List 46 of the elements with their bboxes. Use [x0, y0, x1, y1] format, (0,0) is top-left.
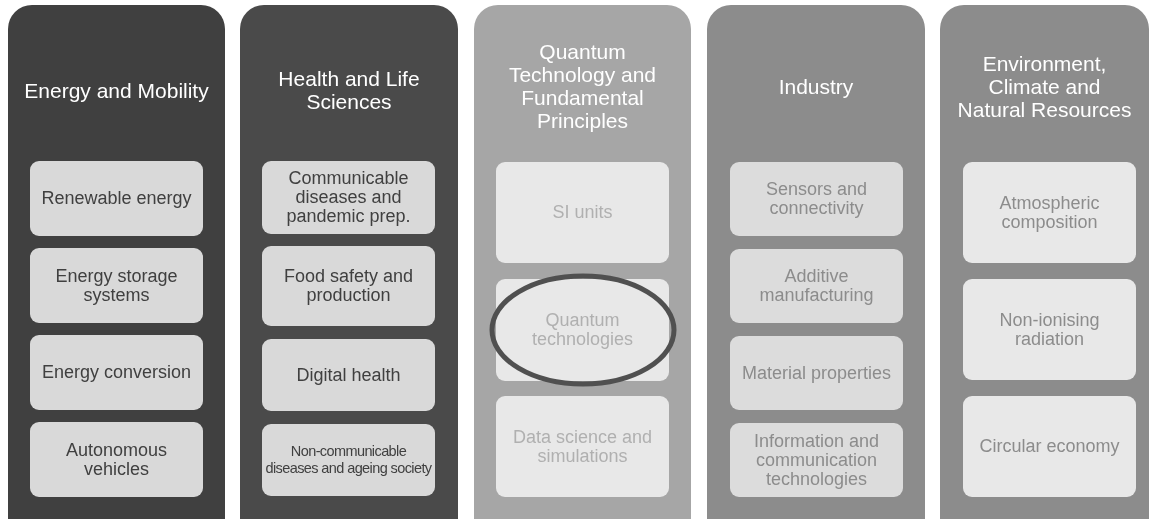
topic-box: [730, 336, 903, 410]
topic-box: [730, 162, 903, 236]
topic-label: Non-ionising radiation: [998, 310, 1101, 349]
column-heading: Quantum Technology and Fundamental Principles: [507, 39, 658, 134]
topic-box: [496, 279, 669, 381]
topic-box: [963, 396, 1136, 497]
topic-box: [496, 396, 669, 497]
topic-box: [730, 249, 903, 323]
topic-box: [963, 162, 1136, 263]
topic-label: Information and communication technologies: [752, 431, 881, 489]
topic-label: Energy conversion: [41, 363, 192, 382]
topic-box: [496, 162, 669, 263]
topic-label: Renewable energy: [41, 189, 192, 208]
category-column: [707, 5, 925, 519]
topic-label: Circular economy: [979, 437, 1120, 456]
topic-label: Additive manufacturing: [758, 267, 875, 305]
topic-box: [262, 161, 435, 234]
column-heading: Energy and Mobility: [24, 77, 209, 104]
category-column: [940, 5, 1149, 519]
topic-label: Data science and simulations: [511, 427, 654, 466]
topic-box: [262, 424, 435, 496]
topic-label: Communicable diseases and pandemic prep.: [285, 169, 412, 226]
topic-box: [730, 423, 903, 497]
topic-label: Material properties: [741, 363, 892, 383]
category-column: [8, 5, 225, 519]
topic-label: Sensors and connectivity: [764, 180, 869, 218]
topic-label: Autonomous vehicles: [64, 440, 169, 479]
topic-label: Non-communicable diseases and ageing society: [265, 443, 432, 477]
topic-box: [30, 248, 203, 323]
topic-label: Atmospheric composition: [998, 193, 1101, 232]
topic-label: SI units: [552, 203, 613, 222]
column-heading: Industry: [777, 73, 855, 100]
topic-label: Digital health: [296, 365, 401, 385]
topic-box: [30, 422, 203, 497]
topic-box: [262, 339, 435, 411]
column-heading: Health and Life Sciences: [277, 66, 421, 115]
topic-label: Energy storage systems: [54, 266, 179, 305]
topic-box: [963, 279, 1136, 380]
topic-label: Food safety and production: [282, 267, 415, 305]
category-column: [240, 5, 458, 519]
topic-box: [30, 335, 203, 410]
category-column: [474, 5, 691, 519]
topic-label: Quantum technologies: [530, 311, 635, 349]
column-heading: Environment, Climate and Natural Resources: [956, 50, 1133, 123]
topic-box: [262, 246, 435, 326]
topic-box: [30, 161, 203, 236]
